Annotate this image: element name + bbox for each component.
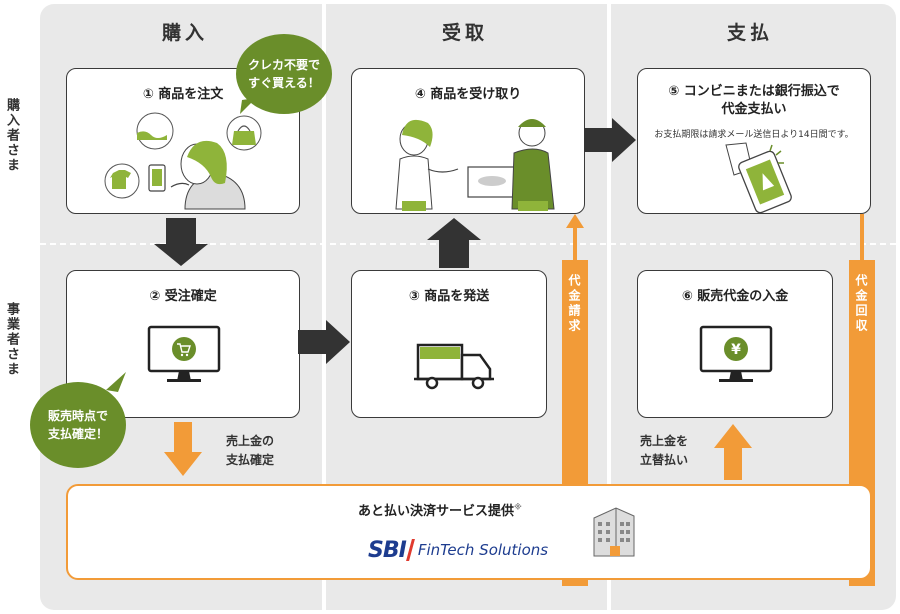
bubble-text-line: 販売時点で — [47, 409, 108, 423]
collection-label: 代金回収 — [854, 274, 868, 334]
arrow-right-dark — [584, 118, 636, 162]
arrow-down-collection — [849, 214, 875, 586]
arrow-up-billing — [562, 214, 588, 586]
yen-icon: ¥ — [731, 342, 741, 358]
step-title-confirm: ② 受注確定 — [149, 289, 217, 304]
step-card-payment: ⑤ コンビニまたは銀行振込で 代金支払い お支払期限は請求メール送信日より14日… — [637, 68, 871, 214]
step-card-ship: ③ 商品を発送 — [351, 270, 547, 418]
step-card-deposit: ⑥ 販売代金の入金 ¥ — [637, 270, 833, 418]
step-title-receive: ④ 商品を受け取り — [414, 87, 522, 102]
label-line: 売上金を — [640, 434, 689, 448]
service-provider-box: あと払い決済サービス提供※ SBI FinTech Solutions — [66, 484, 872, 580]
smartphone-payment-illustration — [725, 142, 792, 214]
footnote-mark: ※ — [514, 502, 522, 512]
row-label-merchant: 事業者さま — [4, 302, 19, 377]
arrow-up-orange — [714, 424, 752, 480]
step-title-order: ① 商品を注文 — [142, 87, 224, 102]
step-card-receive: ④ 商品を受け取り — [351, 68, 585, 214]
bubble-text-line: すぐ買える！ — [248, 76, 320, 90]
speech-bubble-sale-confirm: 販売時点で支払確定！ — [30, 382, 126, 468]
service-title-text: あと払い決済サービス提供 — [358, 504, 515, 519]
column-header-receive: 受取 — [441, 22, 488, 44]
delivery-handover-illustration — [395, 119, 555, 211]
sbi-fintech-logo: SBI FinTech Solutions — [368, 536, 548, 564]
logo-mark: SBI — [368, 537, 407, 563]
column-header-purchase: 購入 — [161, 22, 208, 44]
arrow-down-dark — [154, 218, 208, 266]
bubble-text-line: 支払確定！ — [47, 427, 108, 441]
bubble-text-line: クレカ不要で — [247, 58, 320, 72]
shopping-woman-illustration — [104, 112, 262, 210]
sales-confirm-label: 売上金の 支払確定 — [226, 432, 274, 470]
delivery-truck-icon — [414, 343, 494, 390]
arrow-up-dark — [427, 218, 481, 268]
column-separator — [607, 4, 611, 610]
step-title-ship: ③ 商品を発送 — [408, 289, 490, 304]
monitor-cart-icon — [147, 325, 221, 382]
advance-payment-label: 売上金を 立替払い — [640, 432, 688, 470]
logo-text: FinTech Solutions — [417, 541, 549, 559]
label-line: 立替払い — [640, 453, 689, 467]
column-separator — [322, 4, 326, 610]
monitor-yen-icon: ¥ — [699, 325, 773, 382]
arrow-down-orange — [164, 422, 202, 476]
step-title-line: 代金支払い — [721, 102, 787, 117]
service-title: あと払い決済サービス提供※ — [358, 500, 522, 519]
speech-bubble-no-card: クレカ不要ですぐ買える！ — [236, 34, 332, 114]
step-title-line: ⑤ コンビニまたは銀行振込で — [668, 84, 840, 99]
column-header-payment: 支払 — [726, 22, 773, 44]
step-card-order-confirm: ② 受注確定 — [66, 270, 300, 418]
label-line: 支払確定 — [226, 453, 275, 467]
office-building-icon — [593, 507, 635, 557]
speech-bubble-tail — [240, 98, 256, 114]
row-label-buyer: 購入者さま — [4, 98, 19, 173]
billing-label: 代金請求 — [567, 274, 581, 334]
logo-accent — [405, 539, 415, 561]
step-title-payment: ⑤ コンビニまたは銀行振込で 代金支払い — [638, 83, 870, 119]
label-line: 売上金の — [226, 434, 275, 448]
speech-bubble-tail — [106, 372, 126, 392]
step-title-deposit: ⑥ 販売代金の入金 — [681, 289, 789, 304]
payment-deadline-note: お支払期限は請求メール送信日より14日間です。 — [654, 130, 854, 140]
arrow-right-dark — [298, 320, 350, 364]
